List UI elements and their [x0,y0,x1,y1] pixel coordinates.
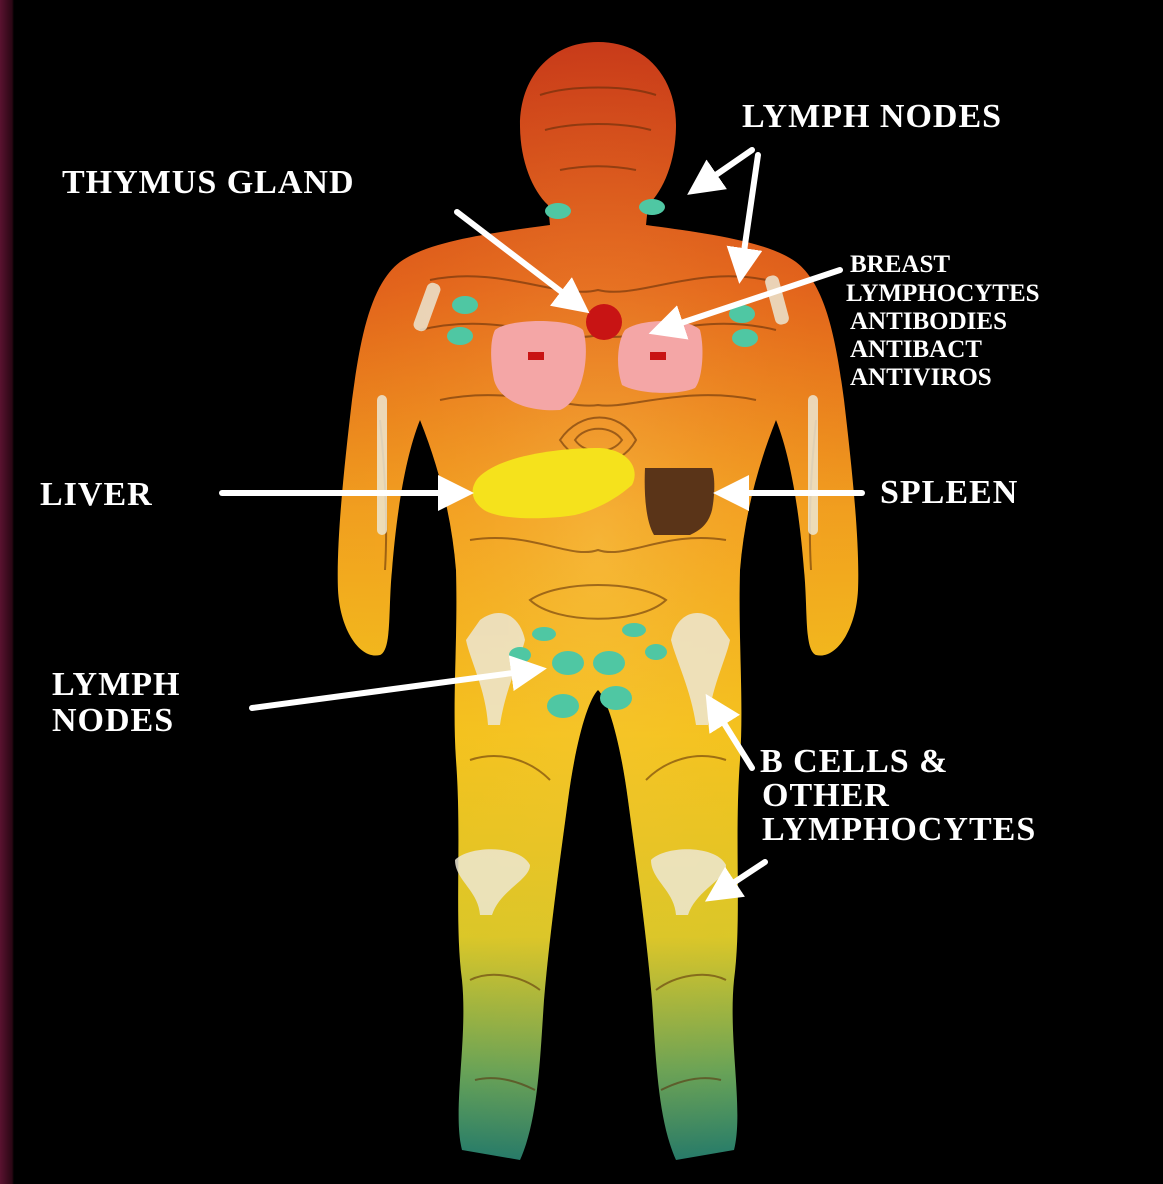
label-lymphocytes: LYMPHOCYTES [846,281,1040,306]
label-nodes: NODES [52,704,174,738]
label-antiviros: ANTIVIROS [850,365,992,390]
breast-right-nipple [650,352,666,360]
label-spleen: SPLEEN [880,476,1018,510]
spleen [645,468,715,535]
arrow-lymph-nodes-neck [697,150,752,188]
label-thymus-gland: THYMUS GLAND [62,166,355,200]
thymus-gland [586,304,622,340]
label-antibodies: ANTIBODIES [850,309,1007,334]
label-liver: LIVER [40,478,153,512]
label-lymph: LYMPH [52,668,180,702]
label-lymphocytes-bottom: LYMPHOCYTES [762,813,1036,847]
label-other: OTHER [762,779,890,813]
label-antibact: ANTIBACT [850,337,982,362]
breast-left-nipple [528,352,544,360]
label-breast: BREAST [850,252,950,277]
label-lymph-nodes-top: LYMPH NODES [742,100,1002,134]
label-b-cells: B CELLS & [760,745,949,779]
